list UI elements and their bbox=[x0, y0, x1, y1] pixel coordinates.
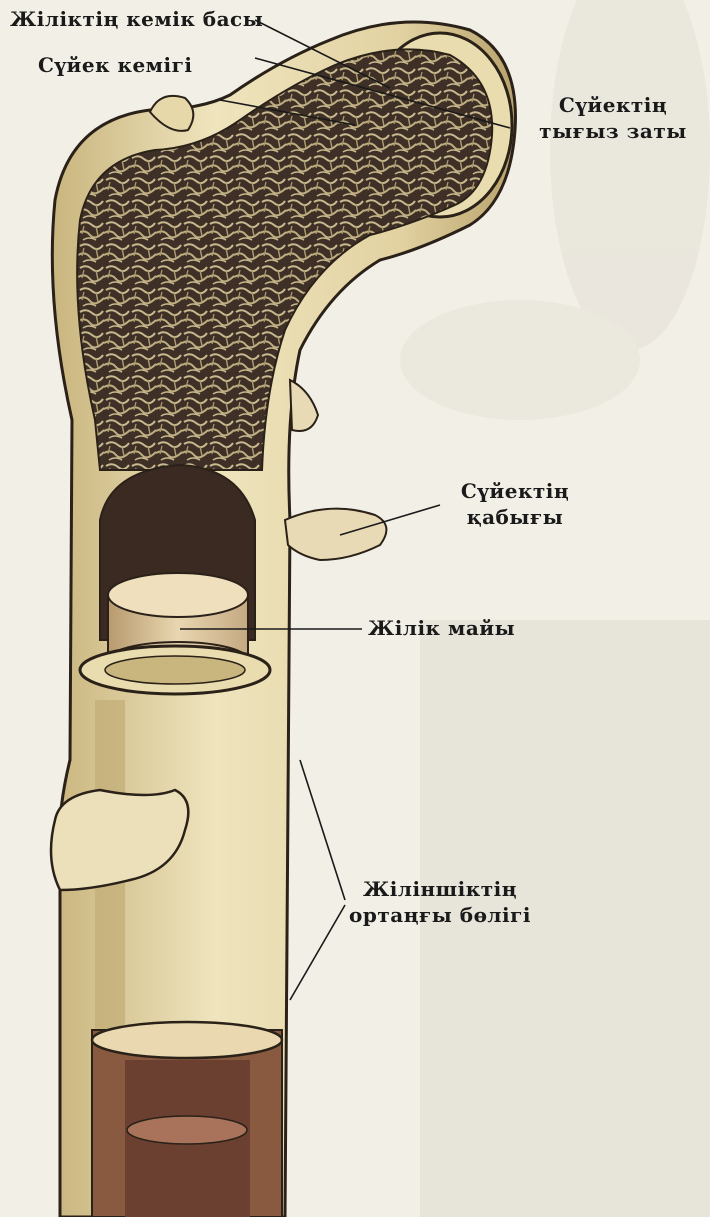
periosteum-flap bbox=[285, 509, 386, 560]
leader-shaft-2 bbox=[290, 905, 345, 1000]
label-yellow-marrow: Жілік майы bbox=[368, 615, 515, 641]
periosteum-flap-upper bbox=[290, 380, 318, 431]
label-shaft-line1: Жіліншіктің bbox=[345, 876, 535, 902]
label-bone-marrow: Сүйек кемігі bbox=[38, 52, 193, 78]
label-bone-head: Жіліктің кемік басы bbox=[10, 6, 263, 32]
leader-shaft bbox=[300, 760, 345, 900]
label-compact-bone: Сүйектің тығыз заты bbox=[518, 92, 708, 144]
label-periosteum-line2: қабығы bbox=[425, 504, 605, 530]
shaft-bottom-opening bbox=[92, 1022, 282, 1217]
shaft-collar bbox=[80, 646, 270, 694]
label-shaft: Жіліншіктің ортаңғы бөлігі bbox=[345, 876, 535, 928]
label-compact-line1: Сүйектің bbox=[518, 92, 708, 118]
label-periosteum: Сүйектің қабығы bbox=[425, 478, 605, 530]
label-shaft-line2: ортаңғы бөлігі bbox=[345, 902, 535, 928]
label-periosteum-line1: Сүйектің bbox=[425, 478, 605, 504]
label-compact-line2: тығыз заты bbox=[518, 118, 708, 144]
